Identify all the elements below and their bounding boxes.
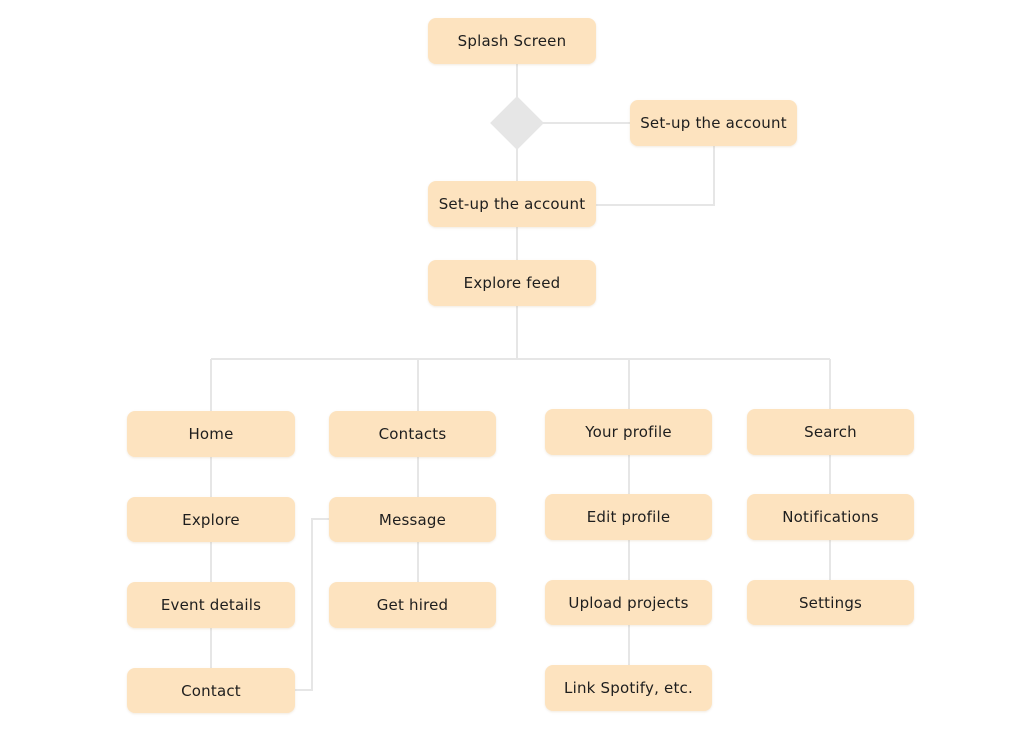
- node-settings: Settings: [747, 580, 914, 625]
- node-edit-profile: Edit profile: [545, 494, 712, 540]
- node-get-hired: Get hired: [329, 582, 496, 628]
- node-link-spotify: Link Spotify, etc.: [545, 665, 712, 711]
- node-your-profile: Your profile: [545, 409, 712, 455]
- node-upload-projects: Upload projects: [545, 580, 712, 625]
- node-explore-feed: Explore feed: [428, 260, 596, 306]
- node-setup-account: Set-up the account: [428, 181, 596, 227]
- node-home: Home: [127, 411, 295, 457]
- node-message: Message: [329, 497, 496, 542]
- node-contacts: Contacts: [329, 411, 496, 457]
- node-setup-account-side: Set-up the account: [630, 100, 797, 146]
- node-notifications: Notifications: [747, 494, 914, 540]
- node-contact: Contact: [127, 668, 295, 713]
- node-search: Search: [747, 409, 914, 455]
- node-explore: Explore: [127, 497, 295, 542]
- node-splash-screen: Splash Screen: [428, 18, 596, 64]
- node-event-details: Event details: [127, 582, 295, 628]
